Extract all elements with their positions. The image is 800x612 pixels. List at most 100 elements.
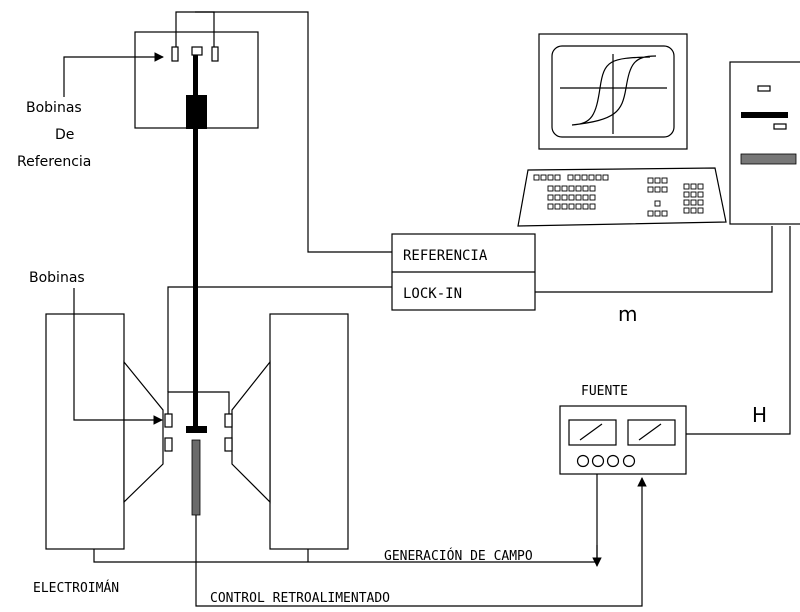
hysteresis-loop bbox=[571, 55, 657, 126]
pickup-coil-right-lower bbox=[224, 437, 233, 452]
keyboard-key bbox=[602, 174, 609, 181]
keyboard-key bbox=[554, 174, 561, 181]
keyboard-key bbox=[589, 194, 596, 201]
sample bbox=[186, 426, 207, 433]
pickup-coils-pointer bbox=[73, 288, 163, 425]
electromagnet-left-coil bbox=[45, 313, 125, 550]
keyboard-key bbox=[683, 207, 690, 214]
keyboard-key bbox=[588, 174, 595, 181]
reference-coils-pointer bbox=[63, 52, 164, 97]
keyboard-key bbox=[547, 185, 554, 192]
keyboard bbox=[517, 167, 727, 227]
keyboard-key bbox=[561, 194, 568, 201]
pickup-coil-left-lower bbox=[164, 437, 173, 452]
pickup-coils-label: Bobinas bbox=[29, 270, 85, 286]
keyboard-key bbox=[568, 185, 575, 192]
keyboard-key bbox=[683, 199, 690, 206]
keyboard-key bbox=[589, 203, 596, 210]
computer-drive-2 bbox=[740, 153, 797, 165]
keyboard-key bbox=[561, 185, 568, 192]
computer-slot-2 bbox=[773, 123, 787, 130]
keyboard-key bbox=[581, 174, 588, 181]
keyboard-key bbox=[568, 203, 575, 210]
electromagnet-left-pole bbox=[123, 360, 164, 504]
lockin-to-computer-wire bbox=[535, 226, 773, 293]
feedback-wire bbox=[195, 477, 647, 607]
pickup-coil-wires bbox=[167, 391, 230, 414]
keyboard-key bbox=[654, 200, 661, 207]
keyboard-key bbox=[697, 207, 704, 214]
keyboard-key bbox=[582, 194, 589, 201]
keyboard-key bbox=[661, 177, 668, 184]
keyboard-key bbox=[654, 210, 661, 217]
reference-coil-left bbox=[171, 46, 179, 62]
keyboard-key bbox=[690, 183, 697, 190]
keyboard-key bbox=[654, 186, 661, 193]
keyboard-key bbox=[647, 177, 654, 184]
supply-knob-3 bbox=[606, 454, 620, 468]
computer-to-supply-wire bbox=[686, 226, 791, 435]
keyboard-key bbox=[575, 194, 582, 201]
keyboard-key bbox=[574, 174, 581, 181]
reference-to-refbox-wire bbox=[195, 11, 392, 253]
keyboard-key bbox=[697, 199, 704, 206]
supply-needle-left bbox=[579, 423, 603, 441]
pickup-coil-left-upper bbox=[164, 413, 173, 428]
hall-probe bbox=[191, 439, 201, 516]
electromagnet-label: ELECTROIMÁN bbox=[33, 580, 119, 596]
keyboard-key bbox=[697, 191, 704, 198]
keyboard-key bbox=[595, 174, 602, 181]
reference-coils-label-3: Referencia bbox=[17, 154, 91, 170]
keyboard-key bbox=[697, 183, 704, 190]
sample-holder-top bbox=[191, 46, 203, 56]
electromagnet-right-pole bbox=[231, 360, 271, 504]
field-generation-label: GENERACIÓN DE CAMPO bbox=[384, 548, 533, 564]
keyboard-key bbox=[567, 174, 574, 181]
lockin-box-label: LOCK-IN bbox=[403, 286, 462, 302]
feedback-control-label: CONTROL RETROALIMENTADO bbox=[210, 591, 390, 606]
keyboard-key bbox=[568, 194, 575, 201]
keyboard-key bbox=[547, 194, 554, 201]
computer-drive-1 bbox=[741, 112, 788, 118]
supply-meter-left bbox=[568, 419, 617, 446]
keyboard-key bbox=[575, 185, 582, 192]
supply-knob-2 bbox=[591, 454, 605, 468]
supply-knob-1 bbox=[576, 454, 590, 468]
keyboard-key bbox=[690, 199, 697, 206]
keyboard-key bbox=[554, 185, 561, 192]
reference-coils-label: Bobinas bbox=[26, 100, 82, 116]
keyboard-key bbox=[533, 174, 540, 181]
keyboard-key bbox=[561, 203, 568, 210]
reference-box-label: REFERENCIA bbox=[403, 248, 488, 264]
electromagnet-right-coil bbox=[269, 313, 349, 550]
keyboard-key bbox=[690, 207, 697, 214]
keyboard-key bbox=[683, 183, 690, 190]
computer-slot-1 bbox=[757, 85, 771, 92]
pickup-to-lockin-wire bbox=[167, 286, 392, 392]
keyboard-key bbox=[554, 194, 561, 201]
keyboard-key bbox=[547, 203, 554, 210]
keyboard-key bbox=[661, 210, 668, 217]
keyboard-key bbox=[654, 177, 661, 184]
keyboard-key bbox=[554, 203, 561, 210]
keyboard-key bbox=[540, 174, 547, 181]
reference-coil-right bbox=[211, 46, 219, 62]
reference-coils-label-2: De bbox=[55, 127, 74, 143]
keyboard-key bbox=[582, 203, 589, 210]
signal-m-label: m bbox=[618, 302, 637, 326]
keyboard-key bbox=[647, 186, 654, 193]
keyboard-key bbox=[647, 210, 654, 217]
keyboard-key bbox=[589, 185, 596, 192]
pickup-coil-right-upper bbox=[224, 413, 233, 428]
supply-meter-right bbox=[627, 419, 676, 446]
keyboard-key bbox=[547, 174, 554, 181]
sample-rod bbox=[193, 55, 198, 427]
supply-knob-4 bbox=[622, 454, 636, 468]
supply-needle-right bbox=[638, 423, 662, 441]
keyboard-key bbox=[683, 191, 690, 198]
keyboard-key bbox=[582, 185, 589, 192]
power-supply-label: FUENTE bbox=[581, 384, 628, 399]
keyboard-key bbox=[690, 191, 697, 198]
keyboard-key bbox=[575, 203, 582, 210]
